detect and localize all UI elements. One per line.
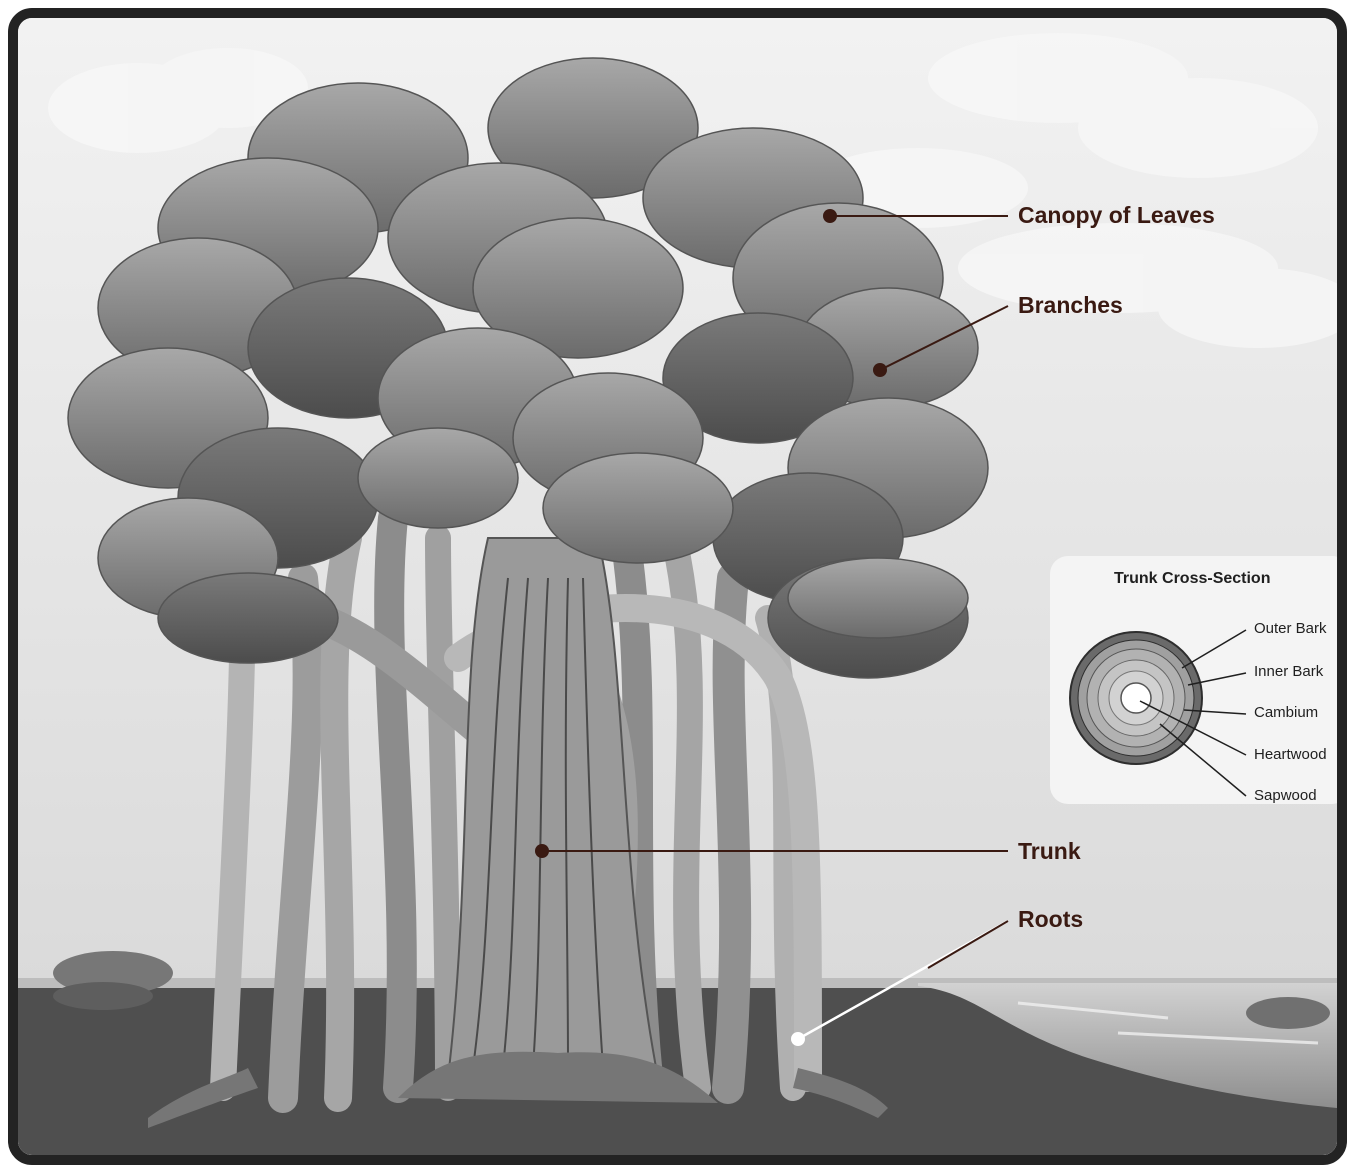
roots-marker: [791, 1032, 805, 1046]
rocks: [53, 951, 1330, 1029]
diagram-frame: Canopy of Leaves Branches Trunk Roots Tr…: [8, 8, 1347, 1165]
label-canopy: Canopy of Leaves: [1018, 202, 1215, 228]
trunk-marker: [535, 844, 549, 858]
leader-lines: [535, 209, 1009, 1046]
clouds: [48, 33, 1337, 348]
layer-label-outer-bark: Outer Bark: [1254, 620, 1327, 637]
layer-label-inner-bark: Inner Bark: [1254, 663, 1324, 680]
layer-label-sapwood: Sapwood: [1254, 787, 1317, 804]
layer-label-heartwood: Heartwood: [1254, 746, 1327, 763]
canopy-marker: [823, 209, 837, 223]
cross-section-diagram: [1069, 629, 1247, 797]
cross-section-title: Trunk Cross-Section: [1114, 570, 1271, 587]
label-trunk: Trunk: [1018, 838, 1081, 864]
canopy: [67, 57, 989, 679]
root-base: [148, 1051, 888, 1128]
trunk-fibers: [472, 577, 604, 1069]
label-branches: Branches: [1018, 292, 1123, 318]
branches-marker: [873, 363, 887, 377]
cross-section-panel: Trunk Cross-Section Outer Bark Inner Bar…: [1050, 556, 1337, 804]
river: [918, 983, 1337, 1108]
layer-label-cambium: Cambium: [1254, 704, 1319, 721]
label-roots: Roots: [1018, 906, 1084, 932]
heartwood-core: [1120, 682, 1152, 714]
branches-leader: [879, 305, 1009, 371]
